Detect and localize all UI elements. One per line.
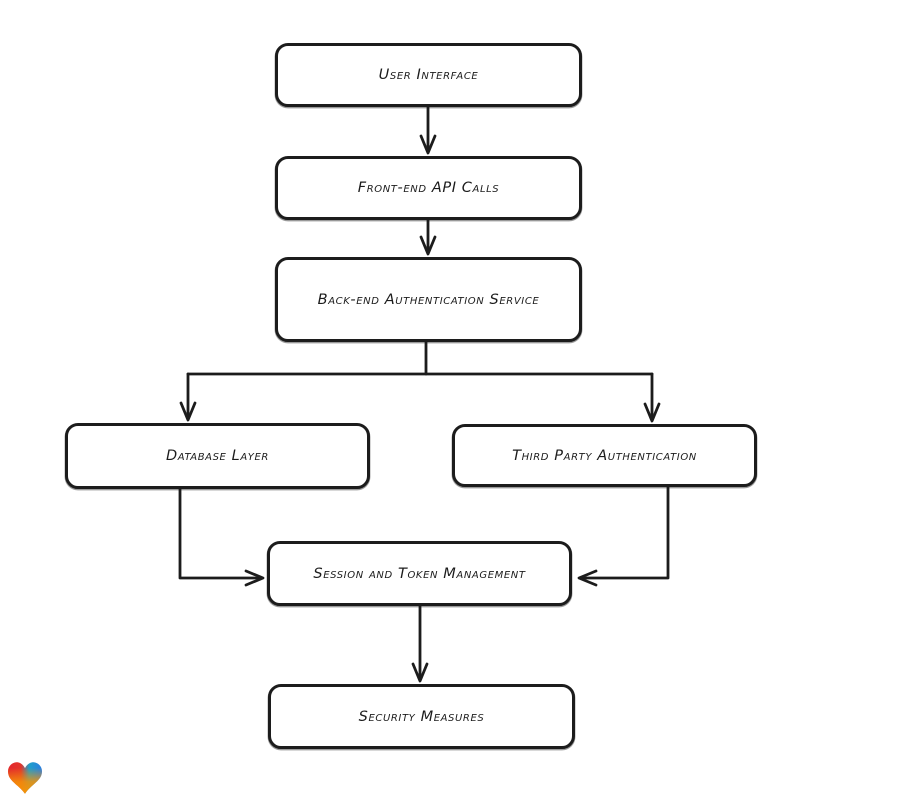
node-user-interface[interactable]: User Interface [275,43,582,107]
edge-front-end-to-back-end [419,218,437,256]
node-label-database-layer: Database Layer [166,448,269,464]
node-database-layer[interactable]: Database Layer [65,423,370,489]
edge-session-to-security [411,604,429,683]
edge-third-party-to-session [577,484,670,587]
edge-database-to-session [178,485,265,587]
node-session-and-token-management[interactable]: Session and Token Management [267,541,572,606]
node-front-end-api-calls[interactable]: Front-end API Calls [275,156,582,220]
node-security-measures[interactable]: Security Measures [268,684,575,749]
node-label-back-end-authentication-service: Back-end Authentication Service [317,291,540,308]
edge-user-interface-to-front-end [419,105,437,155]
node-label-user-interface: User Interface [378,67,479,83]
node-label-security-measures: Security Measures [358,708,485,725]
node-third-party-authentication[interactable]: Third Party Authentication [452,424,757,487]
node-label-session-and-token-management: Session and Token Management [313,565,526,582]
edge-back-end-branch [179,340,661,423]
node-label-third-party-authentication: Third Party Authentication [512,447,697,464]
heart-logo-icon[interactable] [8,761,42,795]
node-back-end-authentication-service[interactable]: Back-end Authentication Service [275,257,582,342]
node-label-front-end-api-calls: Front-end API Calls [357,180,500,196]
